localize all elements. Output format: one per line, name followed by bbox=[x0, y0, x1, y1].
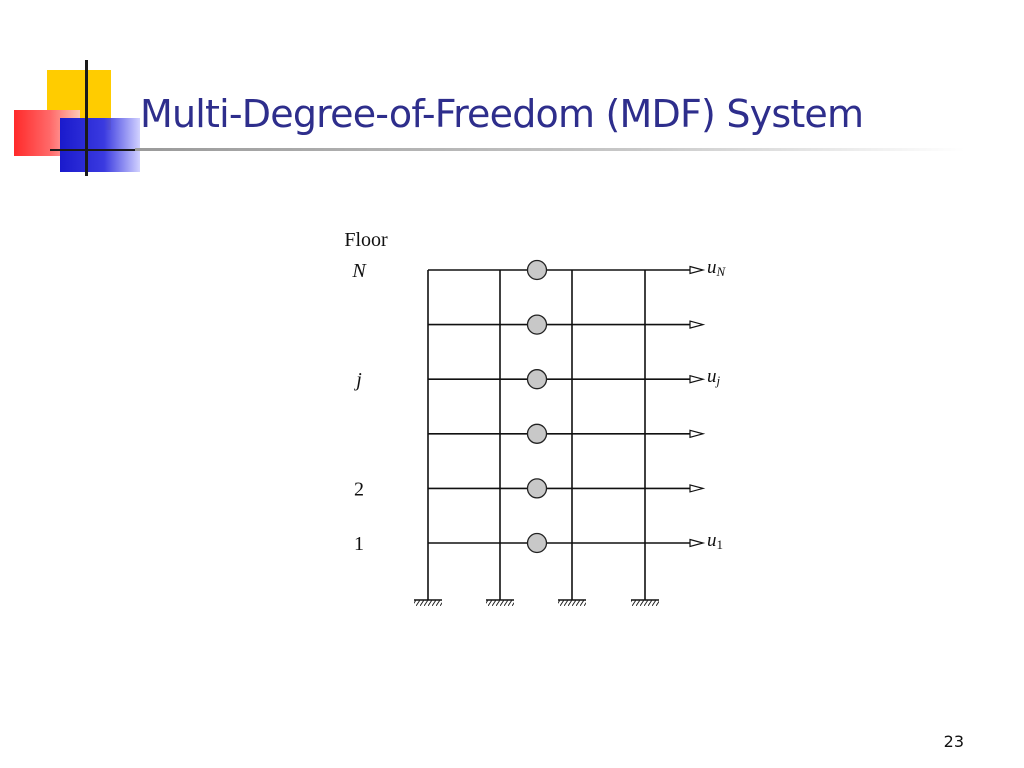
mass-circle-icon bbox=[526, 259, 548, 281]
floor-labels: Nj 2 1 uN uj u1 bbox=[351, 257, 726, 555]
floor-label: 1 bbox=[354, 533, 364, 555]
logo-blue-square bbox=[60, 118, 140, 172]
fixed-support-icon bbox=[558, 600, 586, 606]
mass-circle-icon bbox=[526, 314, 548, 335]
arrow-right-icon bbox=[689, 265, 706, 275]
floor-label: j bbox=[353, 369, 362, 391]
fixed-support-icon bbox=[414, 600, 442, 606]
floor-label: 2 bbox=[354, 478, 364, 500]
arrow-right-icon bbox=[689, 320, 706, 329]
mass-circle-icon bbox=[526, 478, 548, 499]
displacement-label: uj bbox=[707, 366, 721, 388]
title-underline bbox=[135, 148, 965, 151]
fixed-support-icon bbox=[486, 600, 514, 606]
floor-label: N bbox=[351, 260, 367, 282]
arrow-right-icon bbox=[689, 374, 706, 384]
floor-header-label: Floor bbox=[344, 229, 388, 251]
arrow-right-icon bbox=[689, 484, 706, 493]
arrow-right-icon bbox=[689, 429, 706, 439]
slide-number: 23 bbox=[943, 732, 964, 751]
displacement-label: u1 bbox=[707, 530, 723, 552]
mass-circle-icon bbox=[526, 423, 548, 444]
mass-circle-icon bbox=[526, 532, 548, 554]
mass-circle-icon bbox=[526, 369, 548, 390]
fixed-support-icon bbox=[631, 600, 659, 606]
arrow-right-icon bbox=[689, 538, 706, 548]
page-title: Multi-Degree-of-Freedom (MDF) System bbox=[140, 92, 864, 136]
building-frame bbox=[414, 259, 706, 606]
logo-vertical-line bbox=[85, 60, 88, 176]
logo-horizontal-line bbox=[50, 149, 140, 151]
displacement-label: uN bbox=[707, 257, 727, 279]
